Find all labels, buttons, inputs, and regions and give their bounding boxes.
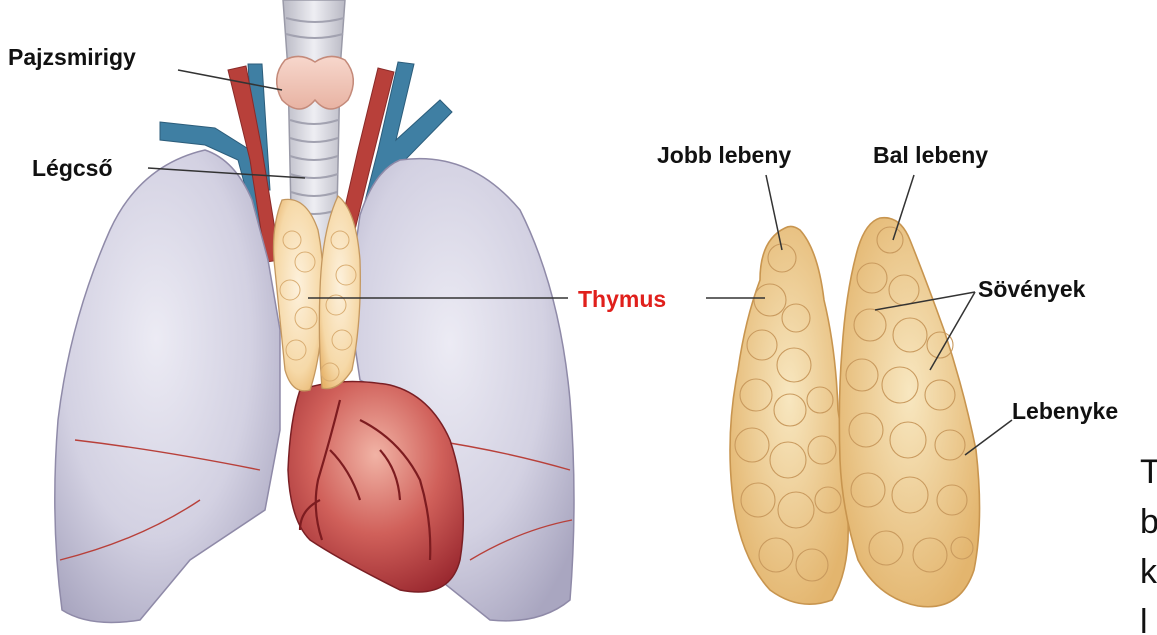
label-lebenyke: Lebenyke <box>1012 400 1118 423</box>
thymus-in-situ <box>274 196 361 391</box>
right-lung-left-side <box>55 150 280 622</box>
label-jobb-lebeny: Jobb lebeny <box>657 144 791 167</box>
label-pajzsmirigy: Pajzsmirigy <box>8 46 136 69</box>
isolated-thymus <box>730 218 980 607</box>
cut-text-line-1: T <box>1140 455 1157 489</box>
label-bal-lebeny: Bal lebeny <box>873 144 988 167</box>
cut-text-line-4: l <box>1140 605 1148 635</box>
label-thymus: Thymus <box>578 288 666 311</box>
thyroid-gland <box>277 56 354 109</box>
label-legcso: Légcső <box>32 157 113 180</box>
cut-text-line-2: b <box>1140 505 1157 539</box>
cut-text-line-3: k <box>1140 555 1157 589</box>
label-sovenyek: Sövények <box>978 278 1085 301</box>
